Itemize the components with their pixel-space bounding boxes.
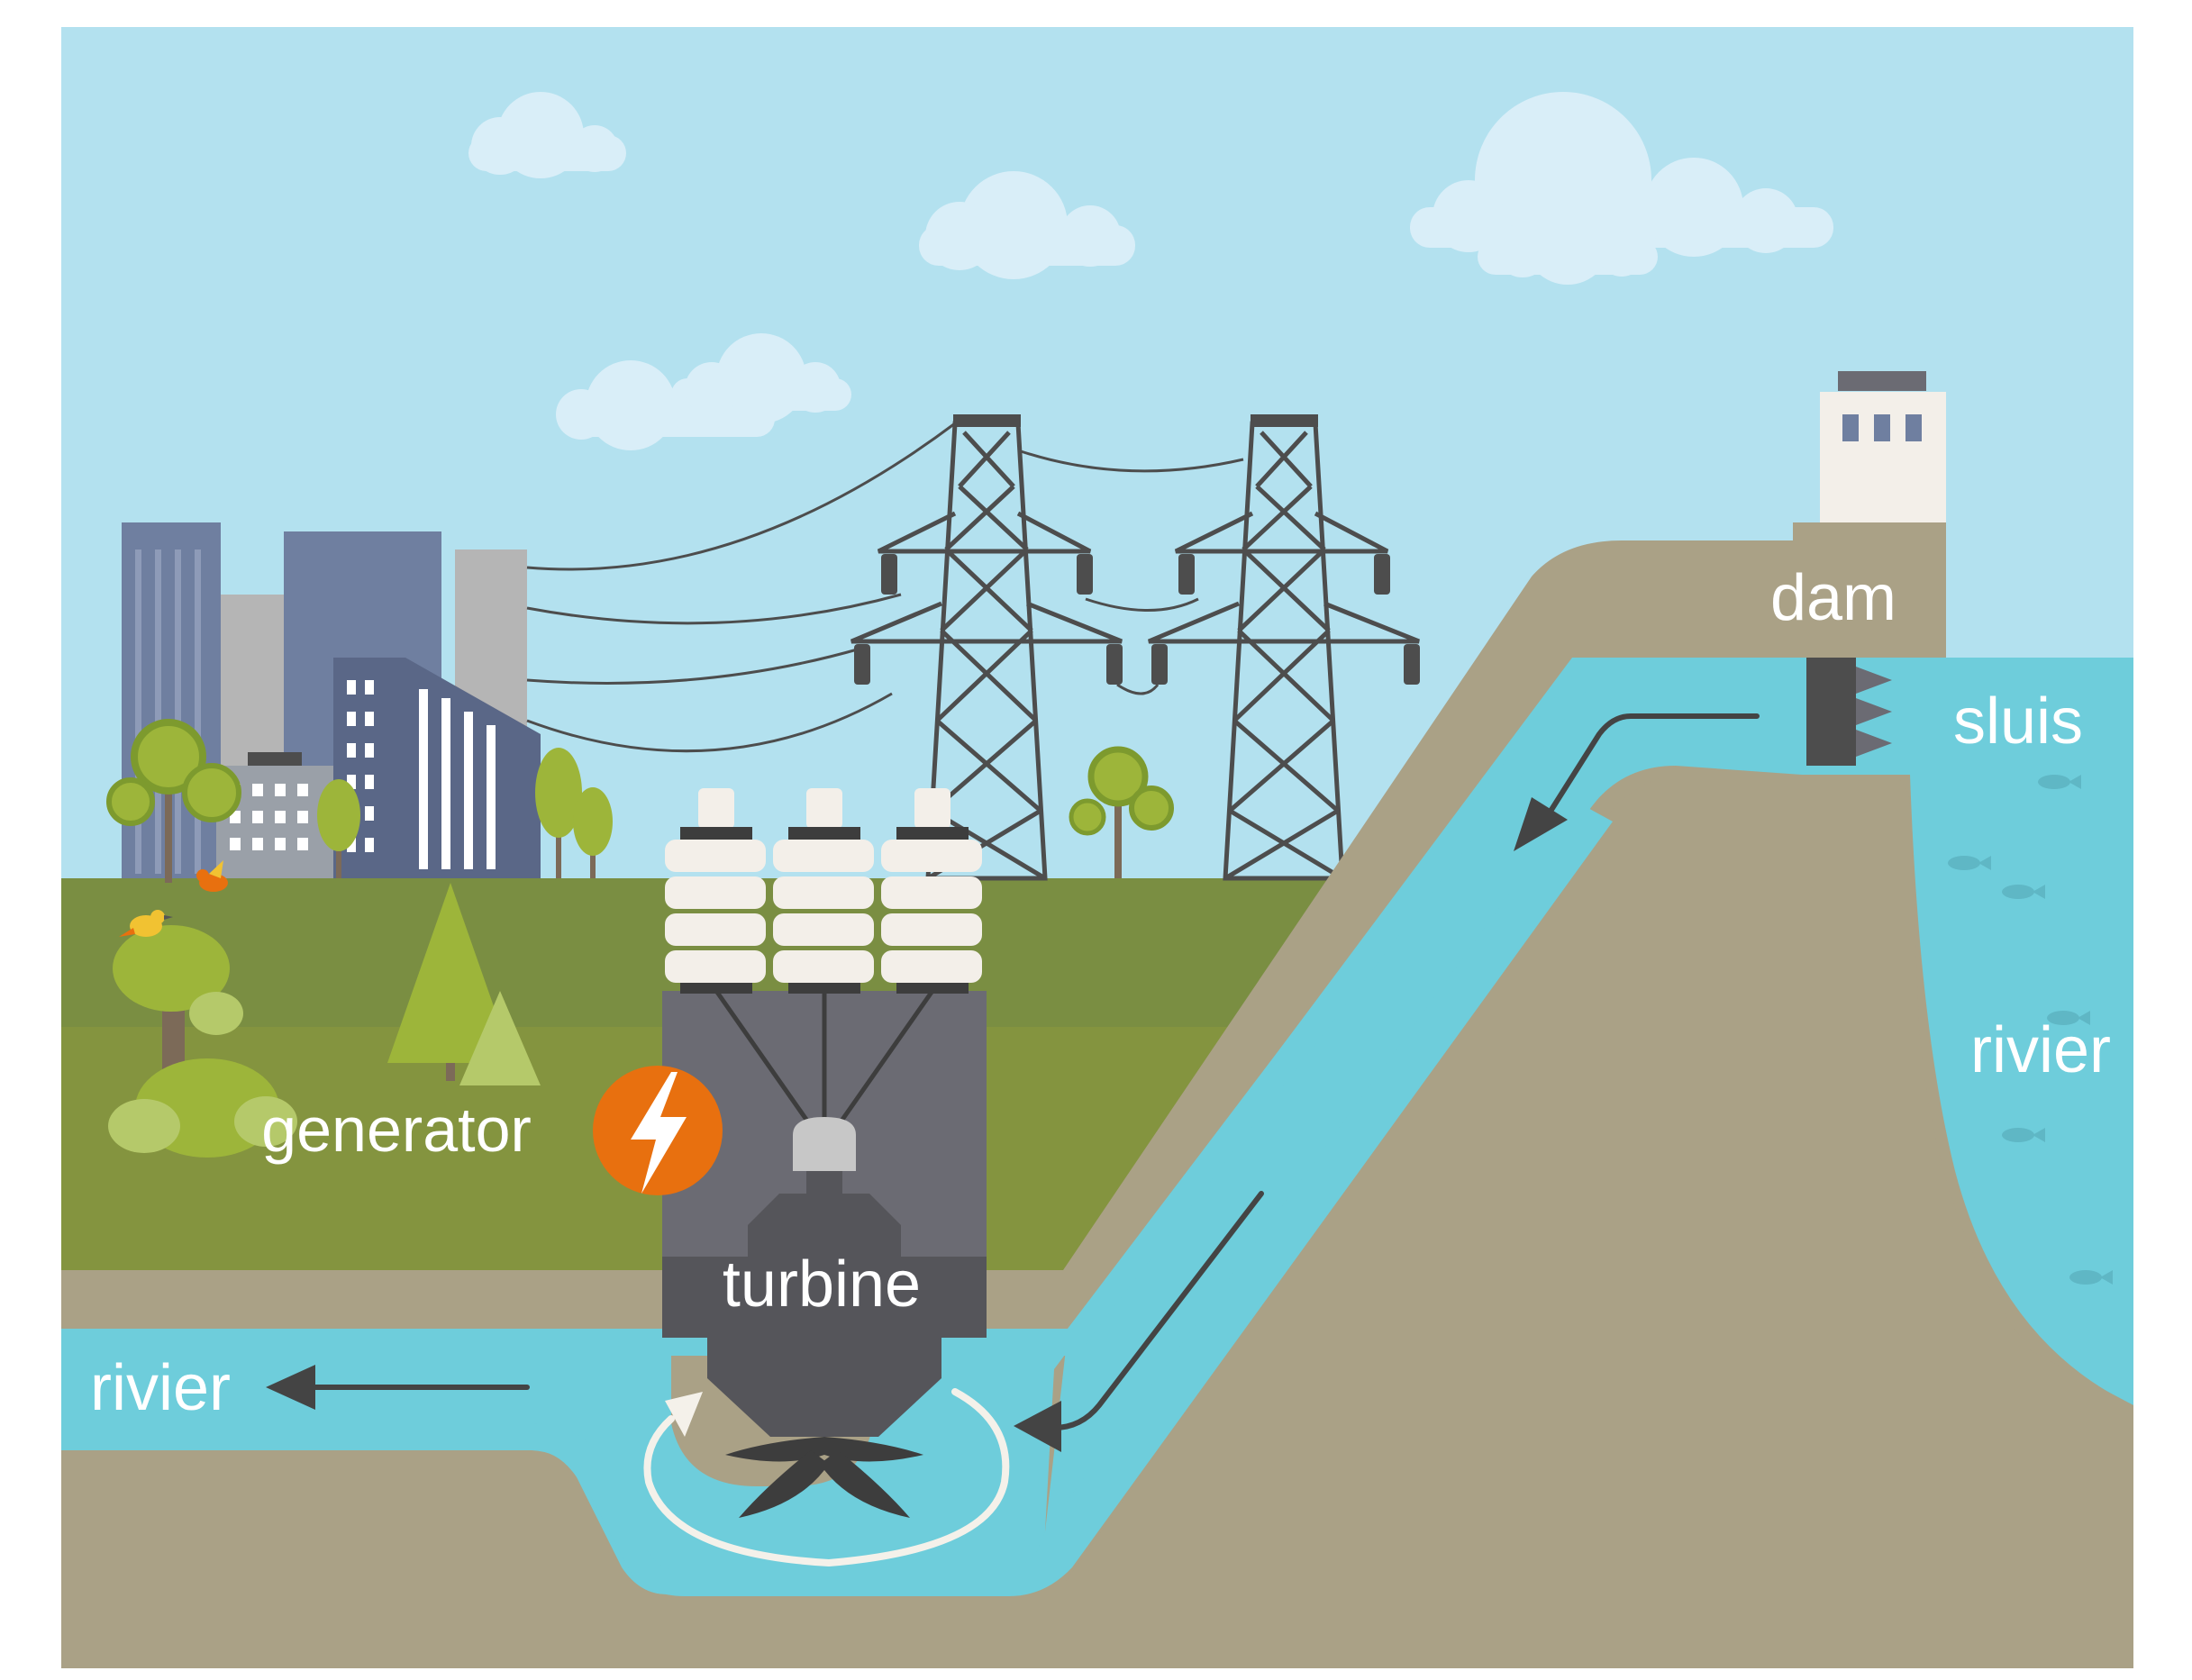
fish-icon bbox=[1948, 775, 2113, 1285]
rotation-arrow-icon bbox=[643, 1388, 1010, 1567]
cloud bbox=[919, 171, 1135, 279]
bird-icon bbox=[196, 860, 228, 892]
cloud bbox=[468, 92, 626, 178]
bushings bbox=[665, 788, 982, 994]
valley-floor bbox=[61, 1450, 1063, 1668]
river-lower bbox=[61, 658, 1586, 1594]
diagram-panel: dam sluis rivier generator turbine rivie… bbox=[61, 27, 2133, 1668]
label-sluice: sluis bbox=[1953, 686, 2083, 758]
label-river-left: rivier bbox=[90, 1352, 231, 1424]
cloud bbox=[671, 333, 851, 423]
generator-unit bbox=[662, 989, 987, 1518]
bird-icon bbox=[119, 910, 173, 937]
power-lines bbox=[526, 422, 1244, 753]
label-dam: dam bbox=[1770, 562, 1896, 634]
trees bbox=[106, 719, 1174, 883]
clouds bbox=[468, 92, 1833, 450]
flow-arrow-icon bbox=[1014, 1191, 1264, 1452]
sluice-gate bbox=[1806, 658, 1856, 766]
flow-arrow-icon bbox=[266, 1365, 530, 1410]
label-river-right: rivier bbox=[1970, 1014, 2111, 1086]
cloud bbox=[1478, 198, 1658, 285]
label-generator: generator bbox=[261, 1094, 532, 1165]
dam-structure bbox=[1793, 371, 1946, 766]
river-bed bbox=[61, 802, 1613, 1596]
forest bbox=[108, 883, 541, 1158]
label-turbine: turbine bbox=[723, 1249, 921, 1321]
reservoir bbox=[1892, 658, 2133, 1405]
tower-insulators bbox=[854, 414, 1420, 685]
inner-hill bbox=[1063, 775, 2133, 1668]
lightning-icon bbox=[593, 1066, 723, 1195]
flow-arrow-icon bbox=[1514, 713, 1760, 851]
